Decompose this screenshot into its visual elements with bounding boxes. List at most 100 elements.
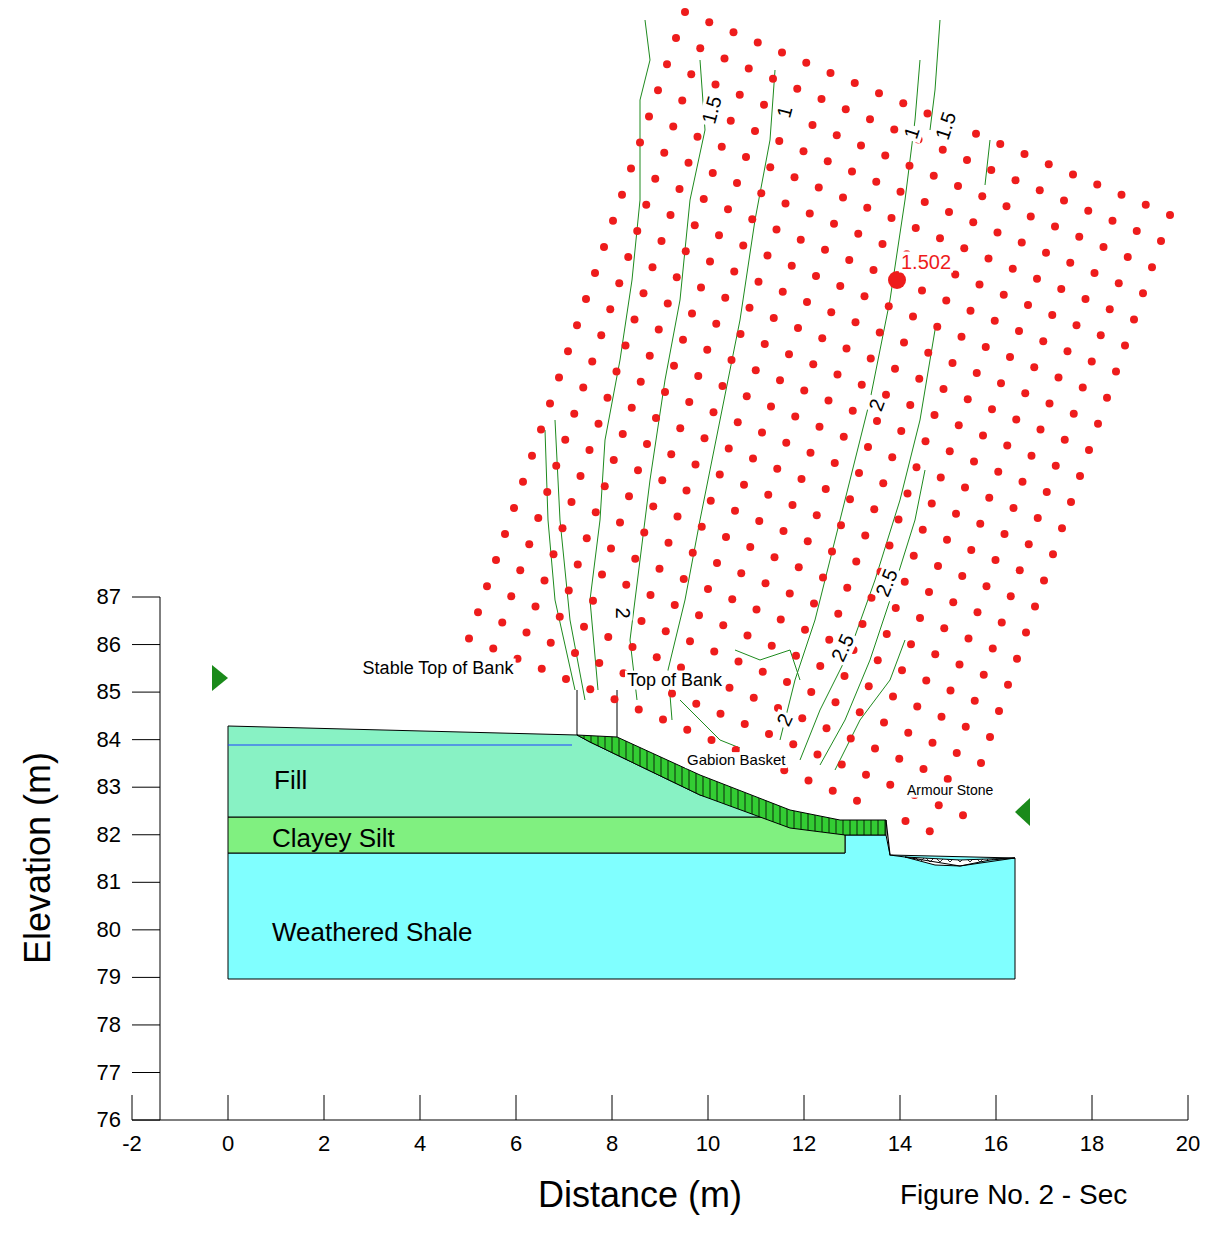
slip-centre: [859, 620, 867, 628]
slip-centre: [1013, 655, 1021, 663]
slip-centre: [678, 96, 686, 104]
annotation: Stable Top of Bank: [361, 659, 516, 678]
slip-centre: [601, 482, 609, 490]
slip-centre: [858, 381, 866, 389]
slip-centre: [537, 426, 545, 434]
slip-centre: [1093, 181, 1101, 189]
slip-centre: [730, 268, 738, 276]
slip-centre: [724, 205, 732, 213]
slip-centre: [764, 252, 772, 260]
slip-centre: [825, 636, 833, 644]
slip-centre: [918, 286, 926, 294]
clayey-silt-region: [228, 817, 845, 853]
slip-centre: [679, 336, 687, 344]
slip-centre: [979, 431, 987, 439]
slip-centre: [985, 494, 993, 502]
slip-centre: [659, 716, 667, 724]
slip-centre: [788, 262, 796, 270]
slip-centre: [798, 714, 806, 722]
slip-centre: [712, 81, 720, 89]
slip-centre: [746, 304, 754, 312]
slip-centre: [947, 687, 955, 695]
slip-centre: [967, 546, 975, 554]
slip-centre: [710, 408, 718, 416]
slip-centre: [871, 745, 879, 753]
slip-centre: [766, 163, 774, 171]
slip-centre: [1025, 540, 1033, 548]
x-tick: [1188, 1095, 1189, 1120]
axis-ticks: [132, 597, 1188, 1120]
slip-centre: [953, 749, 961, 757]
slip-centre: [925, 588, 933, 596]
slip-centre: [862, 771, 870, 779]
slip-centre: [818, 334, 826, 342]
y-tick-label: 78: [97, 1013, 121, 1036]
slip-centre: [913, 703, 921, 711]
slip-centre: [748, 215, 756, 223]
stable-top-marker: [577, 690, 578, 735]
slip-centre: [974, 608, 982, 616]
slip-centre: [700, 195, 708, 203]
slip-centre: [812, 272, 820, 280]
slip-centre: [881, 152, 889, 160]
slip-centre: [682, 247, 690, 255]
slip-centre: [861, 531, 869, 539]
slip-centre: [685, 398, 693, 406]
slip-centre: [980, 671, 988, 679]
slip-centre: [967, 307, 975, 315]
slip-centre: [624, 253, 632, 261]
slip-centre: [1030, 363, 1038, 371]
slip-centre: [722, 533, 730, 541]
slip-centre: [938, 713, 946, 721]
layer-name: Weathered Shale: [272, 918, 473, 947]
slip-centre: [892, 604, 900, 612]
x-tick-label: 2: [318, 1132, 330, 1155]
slip-centre: [719, 382, 727, 390]
x-tick-label: 0: [222, 1132, 234, 1155]
slip-centre: [865, 682, 873, 690]
slip-centre: [483, 582, 491, 590]
slip-centre: [465, 634, 473, 642]
slip-centre: [628, 404, 636, 412]
slip-centre: [838, 761, 846, 769]
slip-centre: [970, 458, 978, 466]
slip-centre: [661, 388, 669, 396]
slip-centre: [778, 49, 786, 57]
slip-centre: [580, 623, 588, 631]
slip-centre: [564, 347, 572, 355]
slip-centre: [613, 368, 621, 376]
slip-centre: [977, 759, 985, 767]
slip-centre: [547, 639, 555, 647]
slip-centre: [670, 362, 678, 370]
contour-line: [735, 650, 800, 680]
y-tick-label: 86: [97, 633, 121, 656]
slip-centre: [822, 485, 830, 493]
slip-centre: [843, 344, 851, 352]
contour-line: [780, 60, 920, 740]
factor-of-safety-contours: [545, 20, 990, 770]
slip-centre: [556, 613, 564, 621]
slip-centre: [942, 297, 950, 305]
slip-centre: [1042, 249, 1050, 257]
contour-line: [820, 470, 925, 765]
slip-centre: [794, 324, 802, 332]
slip-centre: [737, 569, 745, 577]
slip-centre: [498, 618, 506, 626]
slip-centre: [607, 545, 615, 553]
slip-centre: [595, 659, 603, 667]
slip-centre: [897, 427, 905, 435]
slip-centre: [697, 284, 705, 292]
slip-centre: [798, 475, 806, 483]
slip-centre: [955, 421, 963, 429]
slip-centre: [782, 439, 790, 447]
slip-centre: [764, 491, 772, 499]
x-tick: [420, 1095, 421, 1120]
slip-centre: [803, 298, 811, 306]
slip-centre: [755, 517, 763, 525]
slip-centre: [1043, 488, 1051, 496]
slip-centre: [1091, 269, 1099, 277]
slip-centre: [807, 688, 815, 696]
water-table: [228, 744, 572, 745]
ground-surface: [886, 820, 1015, 866]
slip-centre: [1057, 285, 1065, 293]
